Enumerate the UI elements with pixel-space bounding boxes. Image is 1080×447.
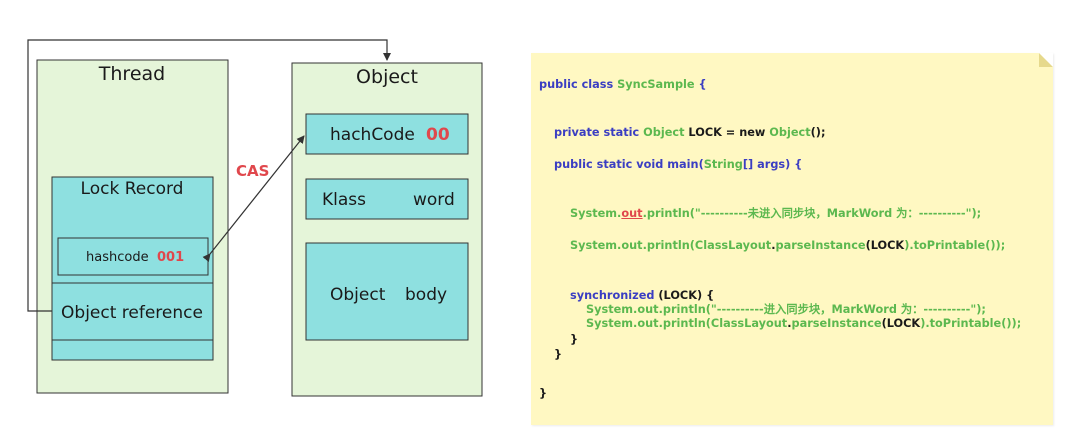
- klass-label: Klass: [322, 190, 366, 210]
- code-note: public class SyncSample { private static…: [531, 53, 1053, 425]
- cas-arrow: [202, 135, 305, 262]
- reference-arrow: [27, 39, 391, 312]
- code-line-println-before: System.out.println("----------未进入同步块，Mar…: [570, 207, 982, 220]
- hachcode-box: [305, 113, 469, 155]
- hashcode-value: 001: [157, 250, 184, 265]
- code-line-layout-inside: System.out.println(ClassLayout.parseInst…: [586, 317, 1022, 330]
- code-line-layout-before: System.out.println(ClassLayout.parseInst…: [570, 239, 1006, 252]
- code-line-synchronized: synchronized (LOCK) {: [570, 289, 715, 302]
- code-line-close-main: }: [554, 348, 563, 361]
- code-line-println-inside: System.out.println("----------进入同步块，Mark…: [586, 303, 986, 316]
- code-line-class: public class SyncSample {: [539, 78, 707, 91]
- note-fold-corner: [1039, 53, 1053, 67]
- object-title: Object: [356, 66, 418, 88]
- code-line-close-class: }: [539, 387, 548, 400]
- lock-record-title: Lock Record: [81, 179, 184, 199]
- object-reference-box: [51, 282, 214, 341]
- code-line-close-sync: }: [570, 333, 579, 346]
- object-body-word: body: [405, 285, 447, 305]
- object-panel: [291, 62, 483, 397]
- cas-label: CAS: [236, 162, 269, 180]
- object-body-label: Object: [330, 285, 386, 305]
- code-block: public class SyncSample { private static…: [531, 53, 1053, 425]
- hachcode-label: hachCode: [330, 125, 415, 145]
- code-line-main: public static void main(String[] args) {: [554, 158, 803, 171]
- hashcode-box: [57, 237, 209, 276]
- object-reference-label: Object reference: [61, 303, 203, 323]
- hashcode-label: hashcode: [86, 250, 149, 265]
- code-line-lock-field: private static Object LOCK = new Object(…: [554, 126, 826, 139]
- klass-word-box: [305, 178, 469, 220]
- lock-diagram: Thread Lock Record hashcode 001 Object r…: [27, 39, 483, 397]
- word-label: word: [413, 190, 455, 210]
- hachcode-value: 00: [426, 125, 450, 145]
- object-body-box: [305, 242, 469, 341]
- thread-title: Thread: [98, 63, 165, 85]
